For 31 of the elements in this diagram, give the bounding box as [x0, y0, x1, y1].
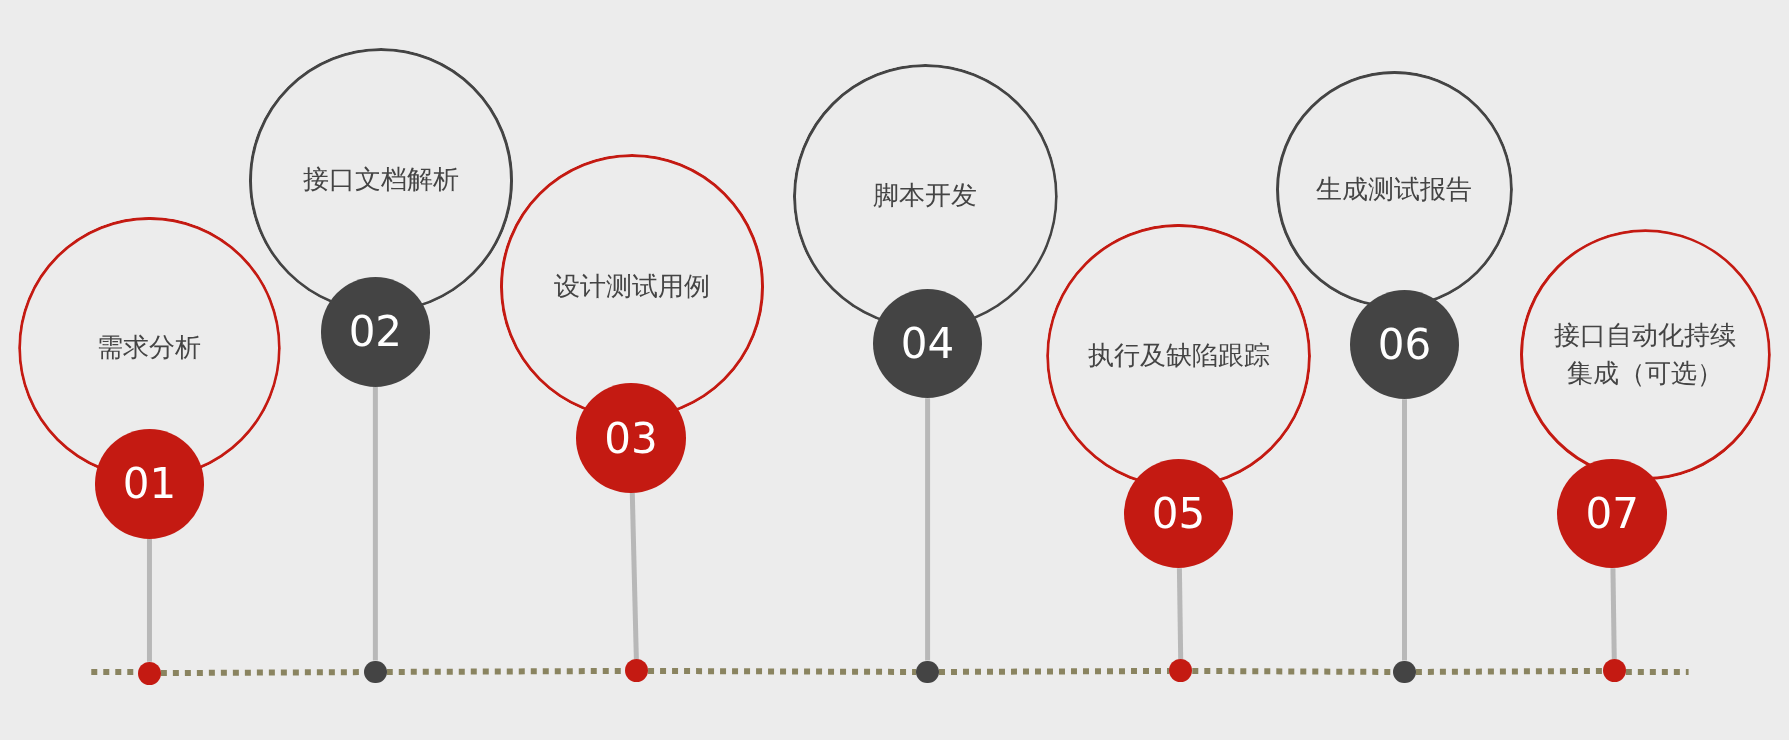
step-label: 生成测试报告: [1316, 172, 1473, 206]
timeline-line: [648, 667, 917, 675]
timeline-dot: [1393, 660, 1416, 684]
timeline-dot: [625, 659, 649, 683]
pin-stem: [372, 386, 378, 661]
timeline-dot: [363, 660, 387, 684]
timeline-line: [939, 667, 1170, 675]
pin-stem: [1610, 568, 1617, 660]
step-number-badge: 05: [1123, 458, 1234, 569]
step-label: 接口自动化持续集成（可选）: [1553, 319, 1738, 390]
pin-stem: [1176, 568, 1184, 660]
timeline-dot: [138, 661, 161, 685]
timeline-dot: [916, 660, 939, 684]
step-number-badge: 02: [320, 277, 431, 387]
timeline-line: [1415, 667, 1604, 675]
step-number-badge: 04: [872, 288, 983, 399]
pin-stem: [1402, 399, 1407, 661]
step-label: 执行及缺陷跟踪: [1087, 339, 1270, 373]
step-number-badge: 07: [1557, 458, 1667, 569]
pin-stem: [146, 538, 152, 662]
step-label: 设计测试用例: [554, 269, 711, 303]
step-label: 脚本开发: [873, 179, 978, 213]
timeline-dot: [1603, 659, 1626, 683]
step-number-badge: 01: [94, 429, 205, 539]
step-number-badge: 06: [1349, 289, 1460, 400]
step-number-badge: 03: [576, 383, 686, 493]
step-label: 需求分析: [97, 331, 202, 365]
step-label: 接口文档解析: [303, 163, 460, 197]
pin-stem: [629, 492, 639, 660]
pin-stem: [925, 398, 931, 661]
timeline-dot: [1169, 659, 1193, 683]
